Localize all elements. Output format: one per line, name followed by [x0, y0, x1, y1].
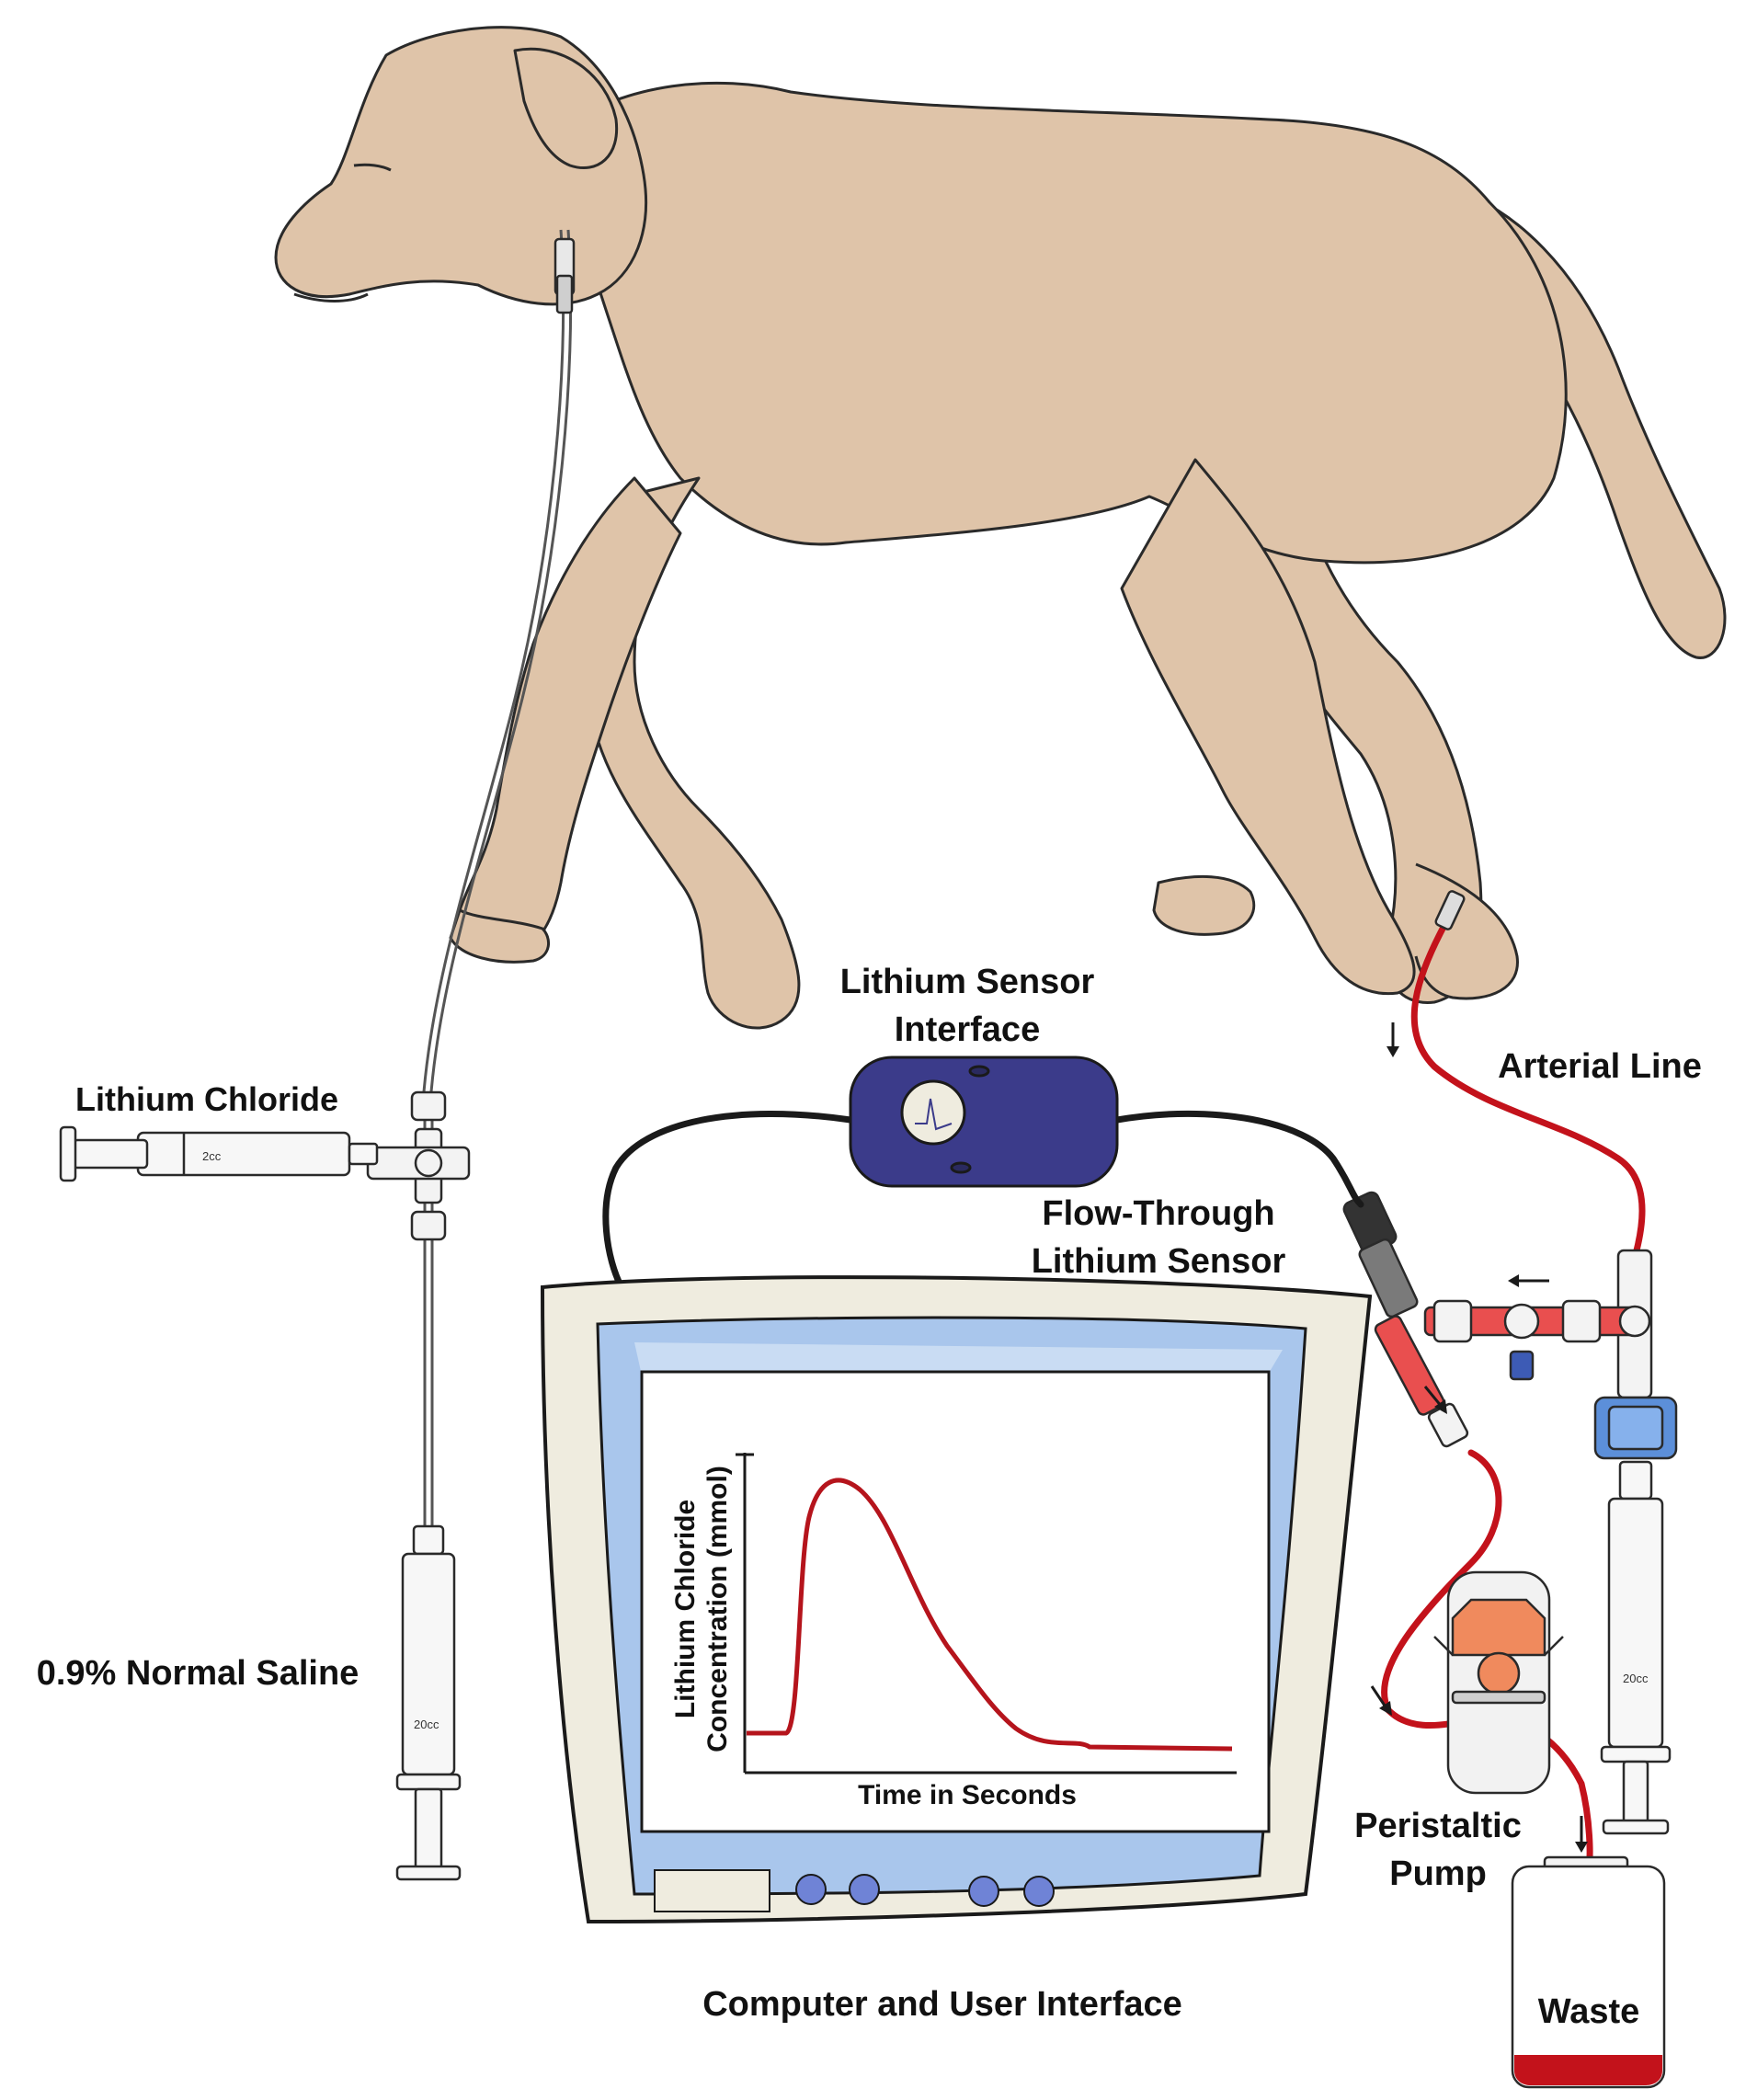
- label-flow-through-1: Flow-Through: [1042, 1194, 1274, 1233]
- monitor-button-3[interactable]: [968, 1876, 999, 1907]
- saline-syringe: 20cc: [395, 1524, 462, 1881]
- label-lithium-sensor-interface-2: Interface: [895, 1010, 1040, 1049]
- monitor-display-panel: [654, 1869, 770, 1912]
- arrow-pump-in: [1370, 1685, 1392, 1716]
- waste-bag: [1511, 1855, 1666, 2089]
- lithium-concentration-curve: [747, 1478, 1233, 1752]
- arterial-syringe: 20cc: [1600, 1460, 1672, 1835]
- lithium-syringe-mark: 2cc: [202, 1149, 222, 1163]
- venous-catheter-hub: [553, 237, 576, 314]
- lithium-sensor-interface-box: [849, 1056, 1119, 1188]
- monitor-button-2[interactable]: [849, 1874, 880, 1905]
- chart-ylabel-line2: Concentration (mmol): [702, 1466, 733, 1752]
- pressure-transducer: [1593, 1396, 1678, 1460]
- chart-xlabel: Time in Seconds: [858, 1780, 1077, 1810]
- venous-stopcock: [366, 1090, 471, 1241]
- monitor-button-1[interactable]: [795, 1874, 827, 1905]
- flow-arrows: [1370, 1022, 1588, 1853]
- label-peristaltic-pump-1: Peristaltic: [1354, 1807, 1522, 1845]
- arrow-sensor-down: [1423, 1386, 1447, 1414]
- saline-syringe-mark: 20cc: [414, 1718, 439, 1731]
- arrow-arterial-down: [1387, 1022, 1399, 1057]
- monitor-screen: [640, 1370, 1271, 1833]
- label-normal-saline: 0.9% Normal Saline: [37, 1654, 359, 1693]
- sensor-cables: [602, 1110, 1364, 1291]
- label-waste: Waste: [1538, 1992, 1640, 2031]
- label-lithium-sensor-interface-1: Lithium Sensor: [840, 963, 1095, 1001]
- label-arterial-line: Arterial Line: [1498, 1047, 1702, 1086]
- monitor-button-4[interactable]: [1023, 1876, 1055, 1907]
- arterial-manifold: [1423, 1249, 1653, 1399]
- arrow-waste-down: [1575, 1816, 1588, 1853]
- label-lithium-chloride: Lithium Chloride: [75, 1080, 338, 1118]
- chart-ylabel-line1: Lithium Chloride: [670, 1500, 701, 1718]
- peristaltic-pump: [1433, 1570, 1564, 1795]
- label-flow-through-2: Lithium Sensor: [1032, 1242, 1286, 1281]
- label-peristaltic-pump-2: Pump: [1389, 1855, 1487, 1893]
- computer-monitor: [540, 1275, 1373, 1924]
- arterial-catheter-hub: [1434, 890, 1466, 930]
- dilution-curve-chart: Lithium Chloride Concentration (mmol) Ti…: [670, 1453, 1237, 1810]
- dog-illustration: [274, 26, 1727, 1030]
- arterial-line: [1410, 907, 1646, 1254]
- arrow-manifold-left: [1508, 1274, 1549, 1287]
- arterial-syringe-mark: 20cc: [1623, 1672, 1649, 1685]
- lithium-chloride-syringe: 2cc: [59, 1125, 379, 1182]
- label-computer-user-interface: Computer and User Interface: [702, 1985, 1182, 2024]
- sensor-outflow-line: [1381, 1449, 1593, 1870]
